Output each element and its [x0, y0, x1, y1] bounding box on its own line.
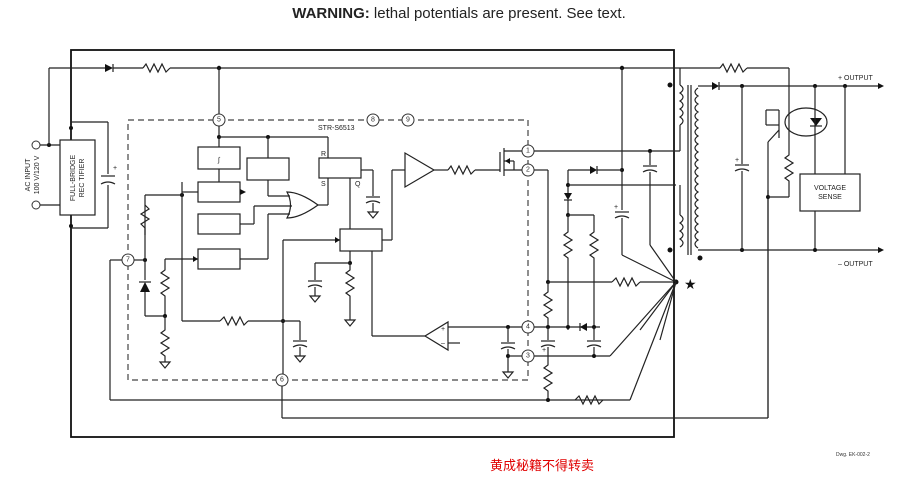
- ac-terminal-2[interactable]: [31, 200, 41, 210]
- secondary-winding: [694, 87, 700, 249]
- ic-internals: ∫ R S Q: [134, 126, 522, 379]
- ac-input-label: AC INPUT: [25, 158, 32, 191]
- latch-s-label: S: [321, 181, 326, 188]
- warning-label: WARNING:: [292, 5, 370, 22]
- svg-text:+: +: [542, 347, 546, 354]
- svg-text:7: 7: [126, 257, 130, 264]
- svg-text:+: +: [441, 326, 445, 333]
- drive-logic-block: [339, 228, 383, 252]
- osc-block: [197, 213, 241, 235]
- svg-text:+: +: [614, 204, 618, 211]
- voltage-sense-label-2: SENSE: [818, 194, 842, 201]
- secondary-network: + OUTPUT – OUTPUT + VOLTAGE SENSE: [712, 62, 884, 418]
- gate-driver-amp: [404, 151, 436, 189]
- ic-part-number: STR-S6513: [318, 125, 355, 132]
- rectifier-label-1: FULL-BRIDGE: [70, 155, 77, 202]
- ac-terminal-1[interactable]: [31, 140, 41, 150]
- star-ground-icon: ★: [684, 276, 697, 292]
- output-capacitor: [734, 168, 750, 172]
- startup-diode: [105, 64, 113, 72]
- feedback-amp: [423, 320, 449, 352]
- svg-text:+: +: [735, 157, 739, 164]
- regulator-block: [197, 181, 241, 203]
- full-bridge-rectifier: FULL-BRIDGE REC TIFIER +: [59, 121, 117, 229]
- rectifier-label-2: REC TIFIER: [79, 159, 86, 198]
- schmitt-trigger-icon: ∫: [217, 157, 221, 164]
- plus-output-label: + OUTPUT: [838, 75, 874, 82]
- svg-text:1: 1: [526, 148, 530, 155]
- gate-resistor: [447, 164, 476, 176]
- warning-banner: WARNING: lethal potentials are present. …: [0, 5, 918, 22]
- ocp-block: [246, 157, 290, 181]
- rs-latch: [318, 157, 362, 179]
- output-rectifier-diode: [712, 82, 719, 90]
- timing-resistor: [219, 315, 249, 327]
- ac-input-voltage: 100 V/120 V: [34, 155, 41, 194]
- ic-boundary: [127, 119, 529, 381]
- aux-winding: [678, 214, 684, 248]
- latch-r-label: R: [321, 151, 326, 158]
- cs-resistor: [344, 263, 356, 320]
- bias-resistor: [139, 204, 151, 235]
- comparator-block: [197, 248, 241, 270]
- voltage-sense-block: [799, 173, 861, 212]
- svg-text:5: 5: [217, 117, 221, 124]
- svg-text:8: 8: [371, 117, 375, 124]
- plus-output-arrow[interactable]: [878, 83, 884, 89]
- sense-resistor: [611, 276, 641, 288]
- latch-q-label: Q: [355, 181, 361, 188]
- warning-text: lethal potentials are present. See text.: [369, 5, 626, 22]
- svg-text:4: 4: [526, 324, 530, 331]
- watermark-text: 黄成秘籍不得转卖: [490, 459, 595, 474]
- pin-8: [366, 113, 380, 127]
- svg-text:2: 2: [526, 167, 530, 174]
- ic-pins: 5 8 9 1 2 4 3 7 6: [121, 113, 535, 387]
- feedback-resistor: [719, 62, 748, 74]
- svg-text:–: –: [441, 340, 445, 347]
- optocoupler: [784, 107, 828, 137]
- drawing-number: Dwg. EK-002-2: [836, 452, 870, 458]
- snubber-diode: [590, 166, 597, 174]
- pin-9: [401, 113, 415, 127]
- cap-plus-sign: +: [113, 165, 117, 172]
- ac-input: AC INPUT 100 V/120 V: [25, 67, 105, 210]
- primary-network: + +: [534, 68, 680, 406]
- voltage-sense-label-1: VOLTAGE: [814, 185, 846, 192]
- svg-text:3: 3: [526, 353, 530, 360]
- startup-resistor: [142, 62, 171, 74]
- module-outline: [70, 49, 675, 438]
- primary-winding: [678, 84, 684, 126]
- transformer: [667, 68, 880, 261]
- startup-path: [105, 62, 720, 114]
- or-gate: [285, 191, 320, 219]
- svg-text:9: 9: [406, 117, 410, 124]
- zener-diode: [140, 282, 150, 292]
- minus-output-label: – OUTPUT: [838, 261, 873, 268]
- minus-output-arrow[interactable]: [878, 247, 884, 253]
- svg-text:6: 6: [280, 377, 284, 384]
